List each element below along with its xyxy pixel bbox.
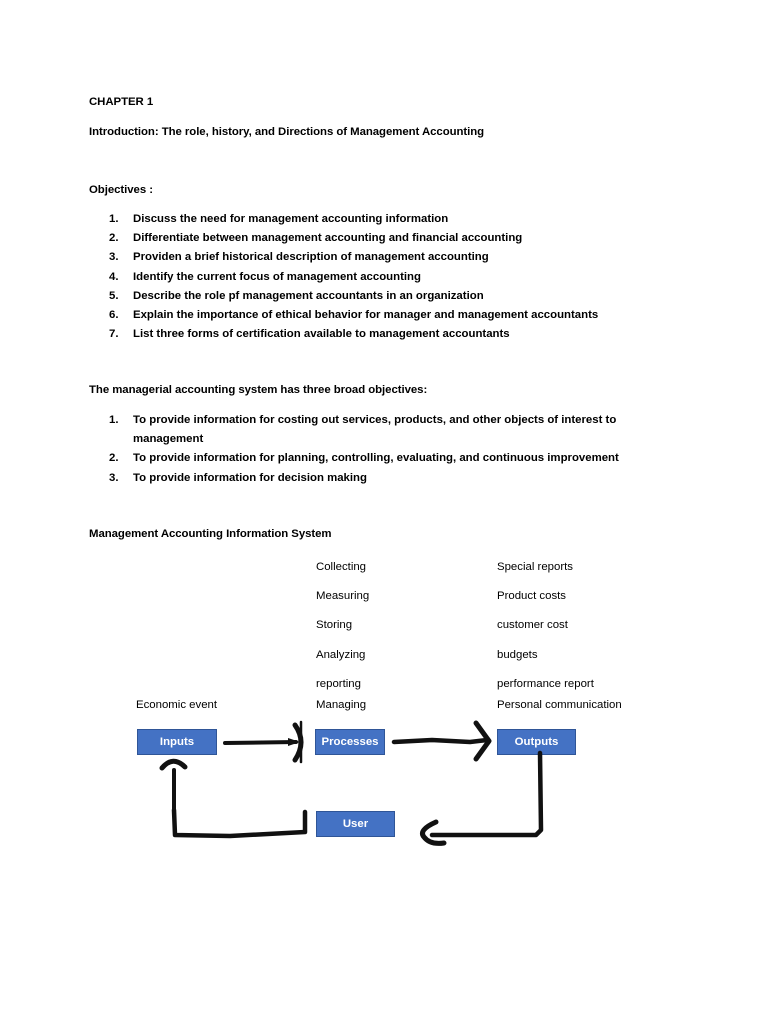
list-item: 1. To provide information for costing ou… — [89, 411, 685, 449]
output-item: customer cost — [497, 619, 568, 632]
document-subtitle: Introduction: The role, history, and Dir… — [89, 126, 485, 138]
personal-communication-label: Personal communication — [497, 699, 622, 711]
list-item: 6. Explain the importance of ethical beh… — [89, 306, 598, 325]
list-item-label: Differentiate between management account… — [133, 232, 523, 245]
arrow-user-feedback — [171, 807, 308, 839]
activity-item: Analyzing — [316, 648, 366, 661]
list-item: 2. To provide information for planning, … — [89, 449, 659, 468]
list-item: 3. To provide information for decision m… — [89, 469, 659, 488]
activity-item: Collecting — [316, 561, 367, 573]
list-item-label: Providen a brief historical description … — [133, 251, 489, 264]
list-item: 3. Providen a brief historical descripti… — [89, 248, 598, 267]
outputs-column: Special reports Product costs customer c… — [497, 553, 594, 699]
arrowhead-outputs-to-user — [420, 819, 447, 846]
activity-item: Storing — [316, 619, 353, 632]
arrowhead-user-to-inputs — [159, 758, 188, 771]
chevron-processes-to-outputs — [473, 720, 492, 762]
output-item: budgets — [497, 648, 538, 661]
list-item-label: To provide information for costing out s… — [133, 414, 617, 446]
list-item-number: 5. — [109, 289, 119, 302]
diagram-heading: Management Accounting Information System — [89, 528, 332, 540]
chapter-heading: CHAPTER 1 — [89, 96, 154, 108]
list-item: 5. Describe the role pf management accou… — [89, 287, 598, 306]
output-item: performance report — [497, 677, 594, 690]
broad-objectives-heading: The managerial accounting system has thr… — [89, 384, 428, 396]
list-item-number: 7. — [109, 328, 119, 341]
list-item-label: List three forms of certification availa… — [133, 328, 510, 341]
list-item-label: Identify the current focus of management… — [133, 270, 421, 283]
list-item-label: Explain the importance of ethical behavi… — [133, 309, 599, 322]
broad-objectives-list: 1. To provide information for costing ou… — [89, 411, 659, 488]
objectives-list: 1. Discuss the need for management accou… — [89, 210, 598, 344]
activity-item: reporting — [316, 677, 361, 690]
activity-item: Measuring — [316, 590, 370, 603]
list-item-label: To provide information for planning, con… — [133, 452, 619, 465]
list-item: 4. Identify the current focus of managem… — [89, 268, 598, 287]
list-item: 2. Differentiate between management acco… — [89, 229, 598, 248]
arrow-inputs-to-processes — [223, 740, 298, 745]
process-flow-diagram: Economic event Managing Personal communi… — [0, 690, 768, 860]
inputs-box[interactable]: Inputs — [137, 729, 217, 755]
arrowhead-inputs-to-processes — [288, 738, 300, 746]
arrow-processes-to-outputs — [391, 737, 490, 745]
list-item-number: 1. — [109, 213, 119, 225]
list-item: 7. List three forms of certification ava… — [89, 325, 598, 344]
list-item-label: Describe the role pf management accounta… — [133, 289, 484, 302]
list-item-number: 2. — [109, 452, 119, 465]
economic-event-label: Economic event — [136, 699, 218, 711]
list-item-number: 1. — [109, 414, 119, 426]
list-item-number: 4. — [109, 270, 119, 283]
list-item-number: 3. — [109, 471, 119, 484]
list-item-number: 2. — [109, 232, 119, 245]
managing-label: Managing — [316, 699, 367, 711]
output-item: Special reports — [497, 561, 573, 573]
chevron-inputs-to-processes — [292, 722, 304, 763]
list-item-number: 3. — [109, 251, 119, 264]
user-box[interactable]: User — [316, 811, 395, 837]
objectives-label: Objectives : — [89, 184, 153, 196]
list-item-number: 6. — [109, 309, 119, 322]
activities-column: Collecting Measuring Storing Analyzing r… — [316, 553, 369, 699]
list-item: 1. Discuss the need for management accou… — [89, 210, 598, 229]
list-item-label: To provide information for decision maki… — [133, 471, 367, 484]
outputs-box[interactable]: Outputs — [497, 729, 576, 755]
list-item-label: Discuss the need for management accounti… — [133, 213, 449, 225]
processes-box[interactable]: Processes — [315, 729, 385, 755]
arrow-outputs-feedback — [429, 750, 544, 838]
output-item: Product costs — [497, 590, 567, 603]
